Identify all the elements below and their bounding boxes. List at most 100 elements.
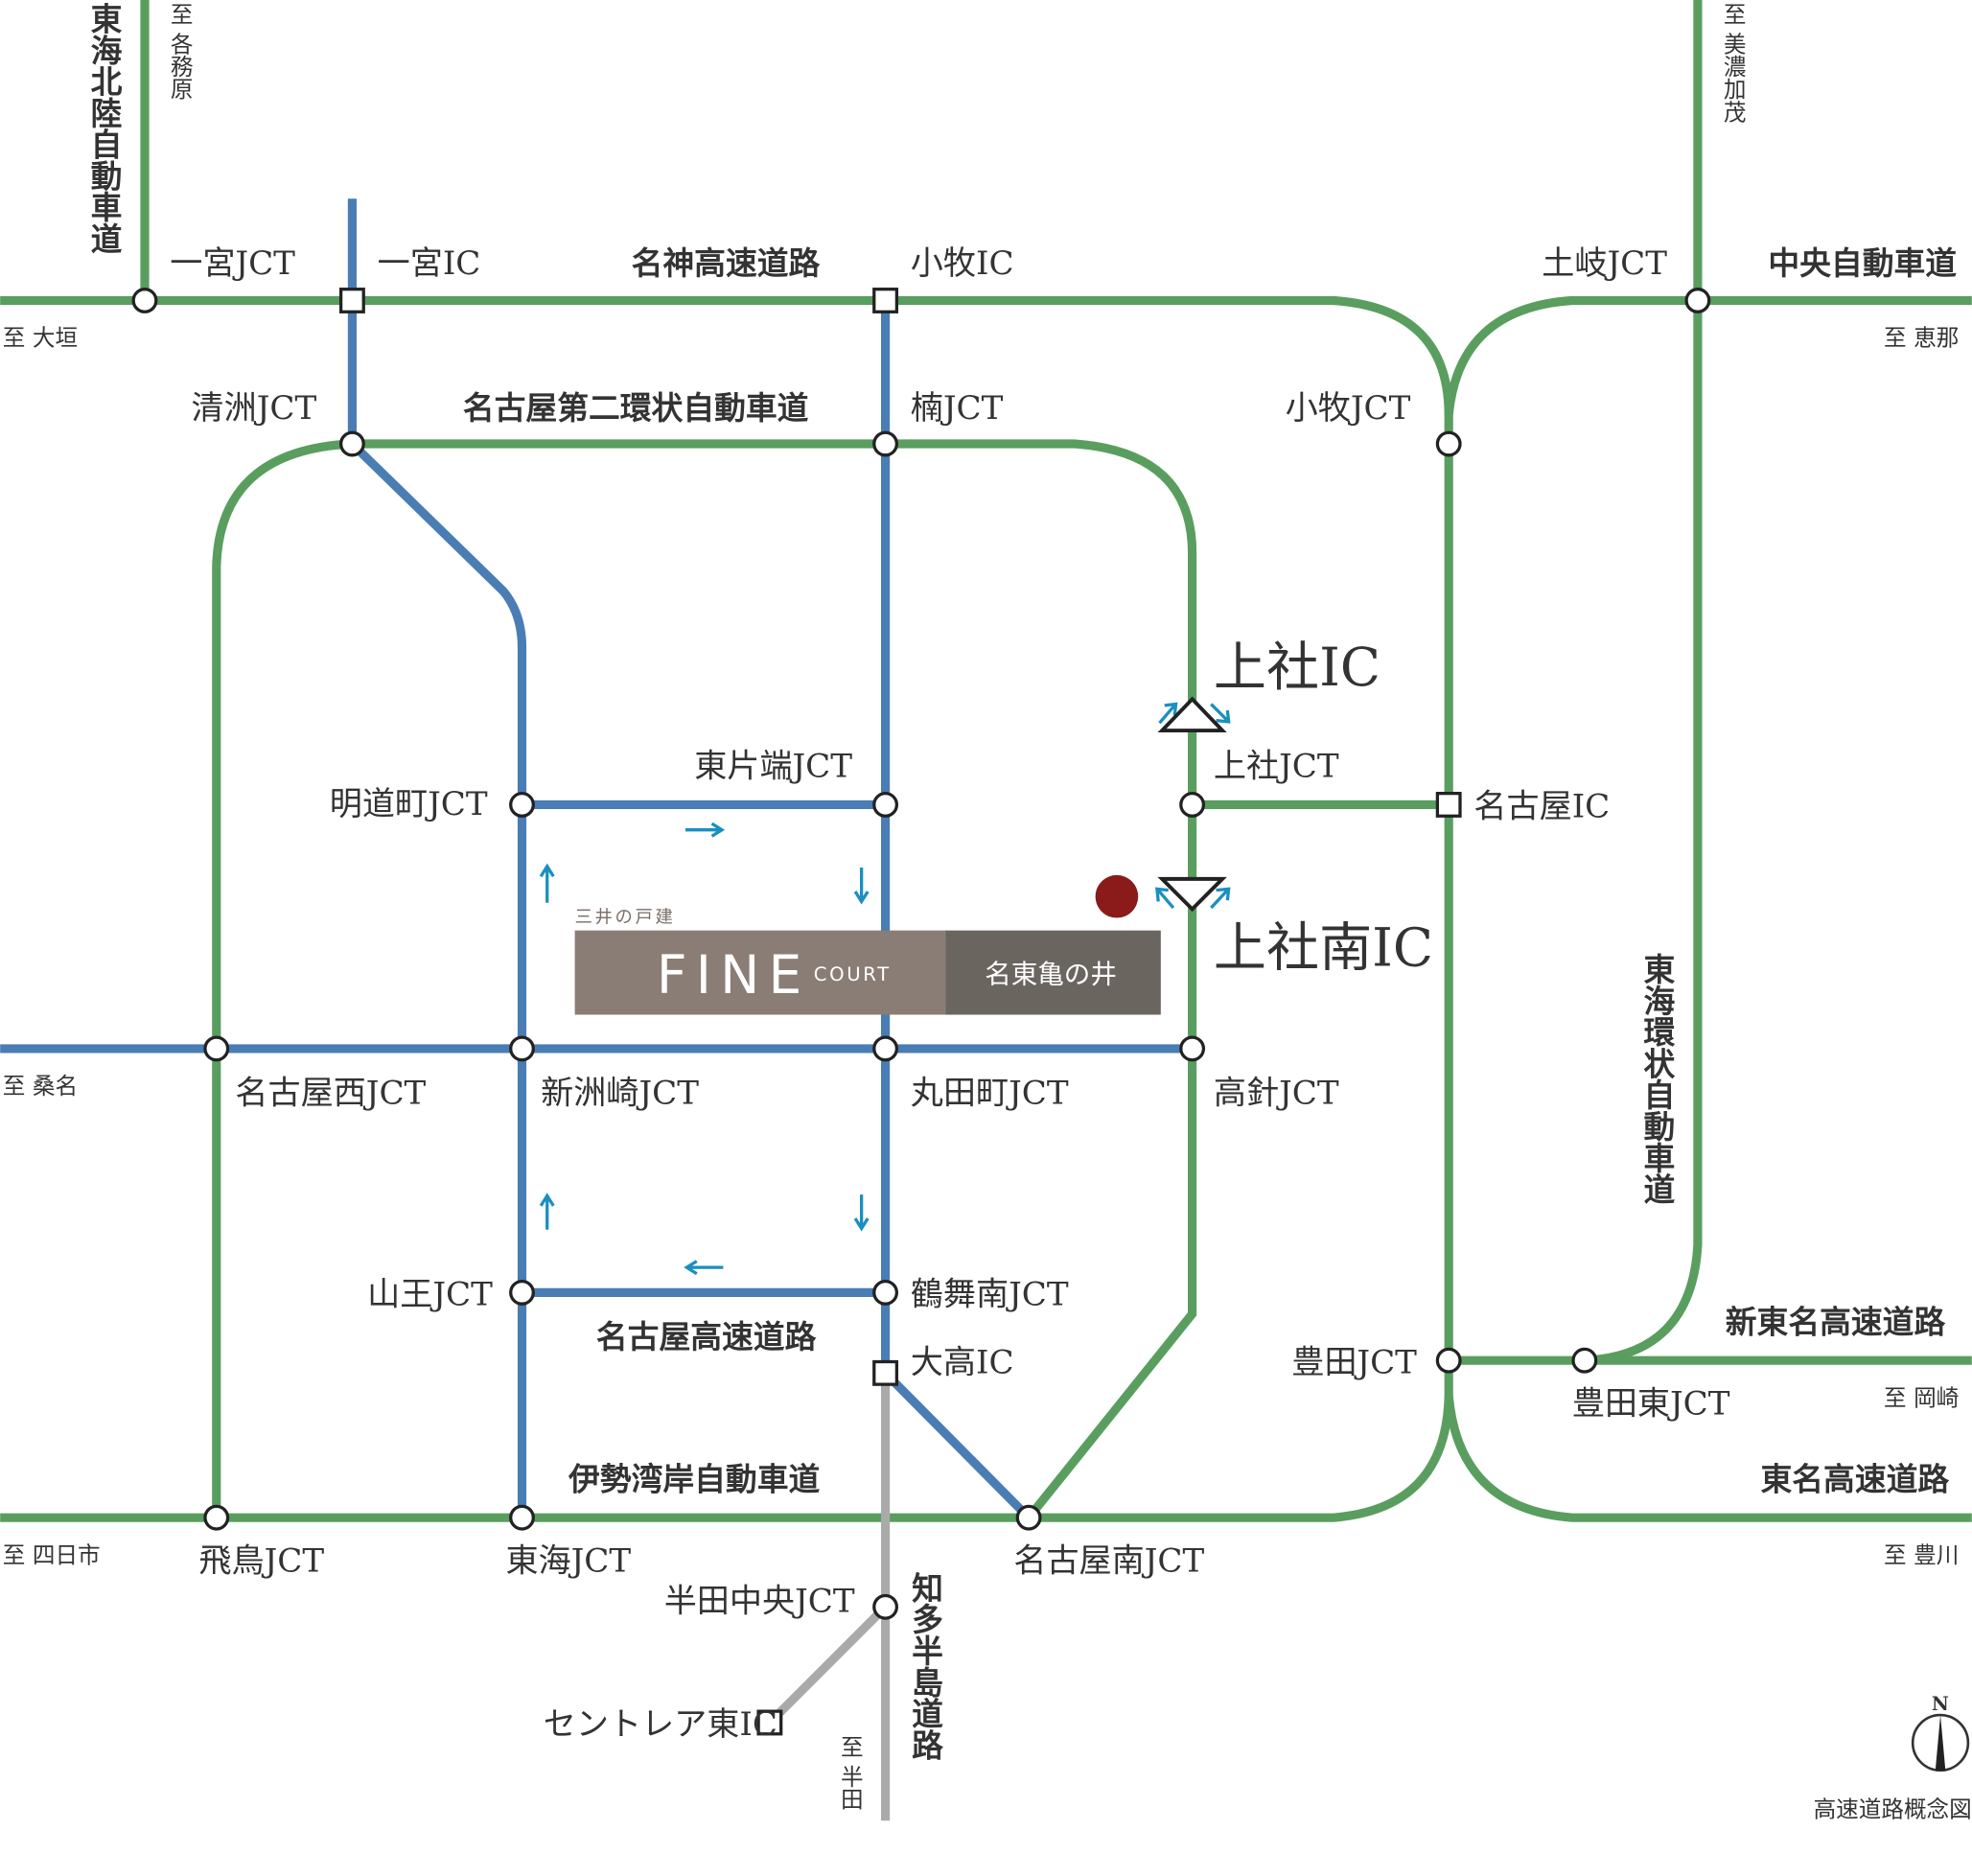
- road-label: 東海環状自動車道: [1638, 953, 1676, 1205]
- junction-node: [1435, 430, 1462, 457]
- interchange-label: 名古屋IC: [1473, 788, 1610, 826]
- logo-right-panel: [945, 930, 1161, 1015]
- direction-label: 至 恵那: [1884, 325, 1959, 352]
- road-label: 名古屋第二環状自動車道: [463, 389, 809, 427]
- road-ichinomiya-line: [347, 198, 527, 1518]
- property-location-marker: [1095, 874, 1139, 918]
- junction-label: 豊田東JCT: [1572, 1385, 1730, 1424]
- logo-left-panel: [574, 930, 947, 1015]
- road-label: 東海北陸自動車道: [86, 2, 124, 254]
- junction-node: [1015, 1504, 1042, 1531]
- arrow-nw-icon: [1155, 887, 1175, 910]
- north-label: N: [1932, 1693, 1949, 1715]
- junction-label: 丸田町JCT: [911, 1075, 1069, 1113]
- north-arrow: N: [1911, 1693, 1970, 1772]
- logo-brand-main: FINE: [657, 944, 811, 1006]
- junction-label: 明道町JCT: [330, 785, 488, 823]
- junction-label: 高針JCT: [1214, 1075, 1339, 1113]
- urban-expressways: [0, 198, 1193, 1821]
- road-label: 名古屋高速道路: [596, 1318, 817, 1355]
- interchange-label: 大高IC: [911, 1343, 1014, 1381]
- junction-label: 新洲崎JCT: [541, 1075, 699, 1113]
- arrow-down-icon: [853, 868, 870, 905]
- junction-node: [872, 1035, 899, 1062]
- junction-node: [338, 430, 365, 457]
- interchange-node: [756, 1709, 783, 1736]
- junction-node: [1684, 288, 1711, 313]
- interchange-node: [1435, 792, 1462, 818]
- junction-label: 東海JCT: [505, 1542, 631, 1581]
- arrow-ne-icon: [1210, 887, 1231, 910]
- labels: 東海北陸自動車道 至 各務原 一宮JCT 一宮IC 名神高速道路 小牧IC 土岐…: [3, 2, 1960, 1810]
- direction-arrows: [539, 702, 1231, 1276]
- road-label: 中央自動車道: [1768, 244, 1957, 282]
- interchange-node: [872, 1359, 899, 1386]
- junction-label: 一宮JCT: [170, 244, 295, 283]
- junction-nodes: [131, 288, 1711, 1736]
- junction-node: [509, 792, 535, 818]
- junction-label: 楠JCT: [911, 389, 1004, 428]
- interchange-node: [338, 288, 365, 313]
- green-expressways: [0, 0, 1972, 1522]
- interchange-label: 小牧IC: [911, 244, 1014, 283]
- road-nagoya-daini: [352, 439, 1197, 1521]
- junction-node: [203, 1504, 230, 1531]
- arrow-up-icon: [539, 863, 555, 903]
- junction-node: [203, 1035, 230, 1062]
- junction-node: [1571, 1347, 1598, 1374]
- arrow-right-icon: [685, 822, 726, 838]
- road-centrair: [766, 1604, 889, 1726]
- road-label: 名神高速道路: [632, 244, 821, 282]
- interchange-label: 一宮IC: [378, 244, 481, 283]
- direction-label: 至 豊川: [1884, 1541, 1959, 1568]
- direction-label: 至 岡崎: [1884, 1384, 1959, 1411]
- junction-node: [509, 1504, 535, 1531]
- road-label: 知多半島道路: [907, 1571, 944, 1760]
- direction-label: 至 大垣: [3, 325, 78, 352]
- arrow-down-icon: [853, 1194, 870, 1232]
- junction-label: 上社JCT: [1214, 748, 1339, 786]
- arrow-left-icon: [684, 1260, 724, 1276]
- direction-label: 至 桑名: [3, 1073, 78, 1100]
- junction-label: 土岐JCT: [1542, 244, 1667, 283]
- junction-label: 鶴舞南JCT: [911, 1276, 1069, 1314]
- road-nagoya-daini-west: [212, 439, 353, 1518]
- ic-triangles: [1157, 696, 1227, 913]
- direction-label: 至 各務原: [167, 3, 194, 101]
- road-tomei: [1444, 1395, 1972, 1522]
- junction-label: 豊田JCT: [1291, 1343, 1417, 1381]
- junction-node: [1435, 1347, 1462, 1374]
- road-komaki-line: [880, 300, 1032, 1521]
- property-logo: 三井の戸建 FINE COURT 名東亀の井: [574, 908, 1161, 1015]
- junction-label: 半田中央JCT: [664, 1583, 855, 1621]
- kamiyashiro-ic-triangle-icon: [1157, 696, 1227, 733]
- arrow-ne-icon: [1158, 702, 1178, 725]
- junction-label: 小牧JCT: [1286, 389, 1411, 428]
- junction-node: [872, 1279, 899, 1306]
- interchange-label: セントレア東IC: [544, 1705, 777, 1744]
- junction-node: [872, 1593, 899, 1620]
- junction-node: [872, 430, 899, 457]
- junction-label: 清洲JCT: [192, 389, 317, 428]
- arrow-up-icon: [539, 1193, 555, 1230]
- direction-label: 至 四日市: [3, 1541, 101, 1568]
- direction-label: 至 美濃加茂: [1720, 3, 1747, 124]
- road-chuo: [0, 295, 1972, 1522]
- junction-node: [509, 1279, 535, 1306]
- north-needle-icon: [1935, 1715, 1946, 1771]
- junction-node: [872, 792, 899, 818]
- road-label: 新東名高速道路: [1726, 1303, 1946, 1340]
- logo-brand-sub: COURT: [814, 963, 892, 985]
- logo-brand-small: 三井の戸建: [575, 908, 676, 928]
- road-label: 伊勢湾岸自動車道: [568, 1460, 820, 1497]
- junction-node: [1179, 792, 1206, 818]
- arrow-se-icon: [1210, 703, 1231, 724]
- junction-label: 名古屋西JCT: [235, 1075, 426, 1113]
- kamiyashiro-minami-ic-triangle-icon: [1157, 876, 1227, 913]
- junction-label: 山王JCT: [367, 1276, 493, 1314]
- junction-label: 飛鳥JCT: [198, 1542, 324, 1581]
- logo-property-name: 名東亀の井: [985, 960, 1117, 990]
- junction-node: [509, 1035, 535, 1062]
- interchange-node: [872, 288, 899, 313]
